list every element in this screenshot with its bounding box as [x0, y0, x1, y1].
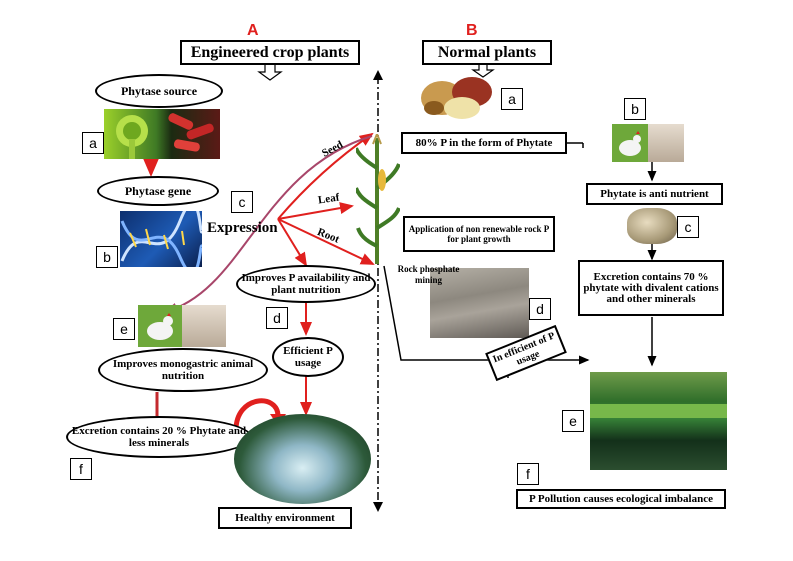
phytate-80-box: 80% P in the form of Phytate [401, 132, 567, 154]
phytate-anti-nutrient-box: Phytate is anti nutrient [586, 183, 723, 205]
excretion-70-box: Excretion contains 70 % phytate with div… [578, 260, 724, 316]
label-b-left: b [96, 246, 118, 268]
label-b-right: b [624, 98, 646, 120]
label-e-left: e [113, 318, 135, 340]
improves-animal-oval: Improves monogastric animal nutrition [98, 348, 268, 392]
fungi-bacteria-image [104, 109, 220, 159]
rock-mining-image [430, 268, 529, 338]
label-f-right: f [517, 463, 539, 485]
phytase-source-oval: Phytase source [95, 74, 223, 108]
label-d-left: d [266, 307, 288, 329]
divider-arrow-bottom [373, 502, 383, 512]
phytase-gene-oval: Phytase gene [97, 176, 219, 206]
healthy-environment-box: Healthy environment [218, 507, 352, 529]
arrow-seed [277, 132, 374, 220]
label-c-left: c [231, 191, 253, 213]
section-b-letter: B [466, 22, 478, 39]
p-pollution-box: P Pollution causes ecological imbalance [516, 489, 726, 509]
corn-plant-icon [356, 134, 400, 264]
label-a-left: a [82, 132, 104, 154]
expression-label: Expression [207, 220, 278, 236]
header-a-pointer [257, 63, 283, 81]
rock-mining-label: Rock phosphate mining [397, 263, 460, 285]
label-c-right: c [677, 216, 699, 238]
healthy-environment-image [234, 414, 371, 504]
normal-plants-header: Normal plants [422, 40, 552, 65]
excretion-20-oval: Excretion contains 20 % Phytate and less… [66, 416, 252, 458]
arrow-to-improves-p [277, 218, 308, 267]
label-d-right: d [529, 298, 551, 320]
arrow-leaf [277, 202, 354, 220]
dna-image [120, 211, 202, 267]
section-a-letter: A [247, 22, 259, 39]
header-b-pointer [471, 63, 495, 78]
chicken-pig-image-right [612, 124, 684, 162]
label-e-right: e [562, 410, 584, 432]
grains-image [420, 74, 496, 120]
divider-arrow-top [373, 70, 383, 80]
arrow-seed-to-animal [163, 135, 373, 315]
polluted-pond-image [590, 372, 727, 470]
phytate-crystal-image [627, 208, 677, 244]
label-f-left: f [70, 458, 92, 480]
engineered-crop-plants-header: Engineered crop plants [180, 40, 360, 65]
arrow-root [277, 218, 375, 265]
curved-red-arrow [233, 398, 281, 431]
chicken-pig-image [138, 305, 226, 347]
label-a-right: a [501, 88, 523, 110]
application-rock-p-box: Application of non renewable rock P for … [403, 216, 555, 252]
efficient-p-oval: Efficient P usage [272, 337, 344, 377]
improves-p-oval: Improves P availability and plant nutrit… [236, 265, 376, 303]
